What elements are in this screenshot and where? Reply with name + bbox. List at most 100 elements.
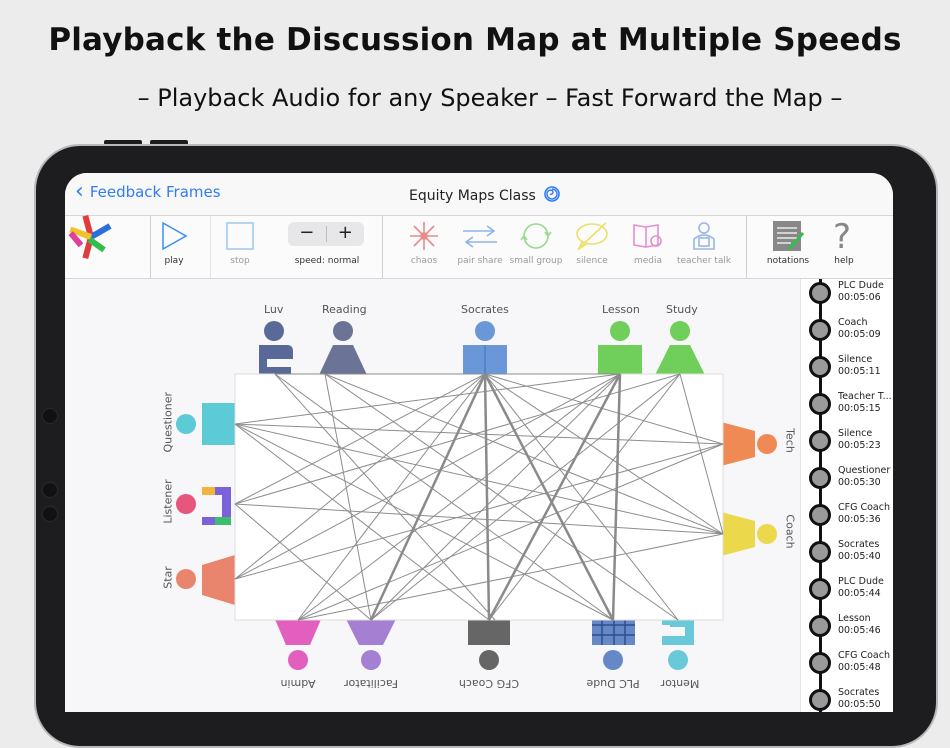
teacher-talk-label: teacher talk (676, 256, 732, 266)
timeline-node-icon (809, 615, 831, 637)
back-button[interactable]: ‹ Feedback Frames (75, 181, 221, 203)
timeline-time: 00:05:23 (838, 440, 881, 451)
participant-label-coach: Coach (783, 514, 797, 549)
timeline-speaker: Socrates (838, 539, 880, 550)
timeline-node-icon (809, 282, 831, 304)
timeline-node-icon (809, 356, 831, 378)
promo-subline: – Playback Audio for any Speaker – Fast … (137, 84, 843, 112)
timeline-node-icon (809, 578, 831, 600)
spiral-icon[interactable] (544, 186, 560, 206)
chaos-arrows-icon (394, 220, 454, 252)
participant-plc-dude[interactable] (592, 617, 635, 670)
toolbar-divider (746, 216, 747, 278)
participant-mentor[interactable] (662, 617, 694, 670)
sensor-dot (42, 506, 58, 522)
participant-label-reading: Reading (322, 303, 367, 316)
silence-label: silence (576, 256, 608, 266)
discussion-lines-heavy (369, 373, 622, 621)
timeline-time: 00:05:11 (838, 366, 881, 377)
timeline-speaker: Teacher T... (838, 391, 892, 402)
notations-label: notations (766, 256, 810, 266)
media-label: media (633, 256, 663, 266)
teacher-talk-button[interactable]: teacher talk (674, 216, 734, 278)
sensor-dot (42, 482, 58, 498)
participant-cfg-coach[interactable] (468, 617, 510, 670)
map-canvas (234, 373, 724, 621)
participant-questioner[interactable] (176, 403, 237, 445)
timeline-time: 00:05:40 (838, 551, 881, 562)
participant-label-facilitator: Facilitator (344, 677, 398, 690)
discussion-map-figures (176, 321, 777, 670)
participant-star[interactable] (176, 555, 235, 605)
notations-button[interactable]: notations (758, 216, 818, 278)
participant-label-plc-dude: PLC Dude (586, 677, 640, 690)
pair-share-button[interactable]: pair share (450, 216, 510, 278)
stop-label: stop (230, 256, 250, 266)
participant-lesson[interactable] (598, 321, 642, 375)
participant-label-socrates: Socrates (461, 303, 509, 316)
timeline-time: 00:05:48 (838, 662, 881, 673)
participant-coach[interactable] (721, 512, 777, 556)
participant-tech[interactable] (721, 422, 777, 466)
timeline-time: 00:05:30 (838, 477, 881, 488)
play-icon (144, 220, 204, 252)
timeline-item[interactable]: Teacher T...00:05:15 (807, 390, 893, 426)
small-group-label: small group (509, 256, 563, 266)
speed-decrease-button[interactable]: − (299, 222, 315, 243)
participant-facilitator[interactable] (345, 617, 397, 670)
camera-dot (42, 408, 58, 424)
media-icon (618, 220, 678, 252)
participant-label-lesson: Lesson (602, 303, 640, 316)
help-icon: ? (814, 219, 874, 253)
participant-listener[interactable] (176, 487, 231, 525)
participant-luv[interactable] (259, 321, 293, 375)
discussion-map[interactable]: Luv Reading Socrates Lesson Study Questi… (65, 279, 800, 712)
timeline-speaker: CFG Coach (838, 502, 890, 513)
pair-share-label: pair share (457, 256, 503, 266)
media-button[interactable]: media (618, 216, 678, 278)
silence-button[interactable]: silence (562, 216, 622, 278)
chaos-button[interactable]: chaos (394, 216, 454, 278)
device-button-top-right (150, 140, 188, 145)
timeline-speaker: Questioner (838, 465, 891, 476)
play-button[interactable]: play (144, 216, 204, 278)
pair-share-icon (450, 220, 510, 252)
timeline-speaker: CFG Coach (838, 650, 890, 661)
chaos-label: chaos (410, 256, 438, 266)
page-title: Equity Maps Class (409, 186, 560, 206)
timeline-speaker: Lesson (838, 613, 871, 624)
participant-label-tech: Tech (783, 428, 797, 453)
participant-reading[interactable] (319, 321, 367, 375)
participant-admin[interactable] (274, 617, 322, 670)
silence-icon (562, 220, 622, 252)
help-button[interactable]: ? help (814, 216, 874, 278)
participant-socrates[interactable] (463, 321, 507, 375)
teacher-talk-icon (674, 220, 734, 252)
small-group-button[interactable]: small group (506, 216, 566, 278)
timeline-time: 00:05:06 (838, 292, 881, 303)
speed-stepper[interactable]: − + (288, 222, 364, 246)
stop-button[interactable]: stop (210, 216, 270, 278)
participant-label-mentor: Mentor (660, 677, 700, 690)
app-logo (65, 214, 117, 278)
back-label: Feedback Frames (89, 183, 221, 201)
speed-increase-button[interactable]: + (337, 222, 353, 243)
participant-label-admin: Admin (280, 677, 316, 690)
timeline-time: 00:05:44 (838, 588, 881, 599)
participant-study[interactable] (655, 321, 705, 375)
pinwheel-logo-icon (65, 214, 117, 260)
timeline-time: 00:05:09 (838, 329, 881, 340)
app-screen: ‹ Feedback Frames Equity Maps Class (65, 173, 893, 712)
